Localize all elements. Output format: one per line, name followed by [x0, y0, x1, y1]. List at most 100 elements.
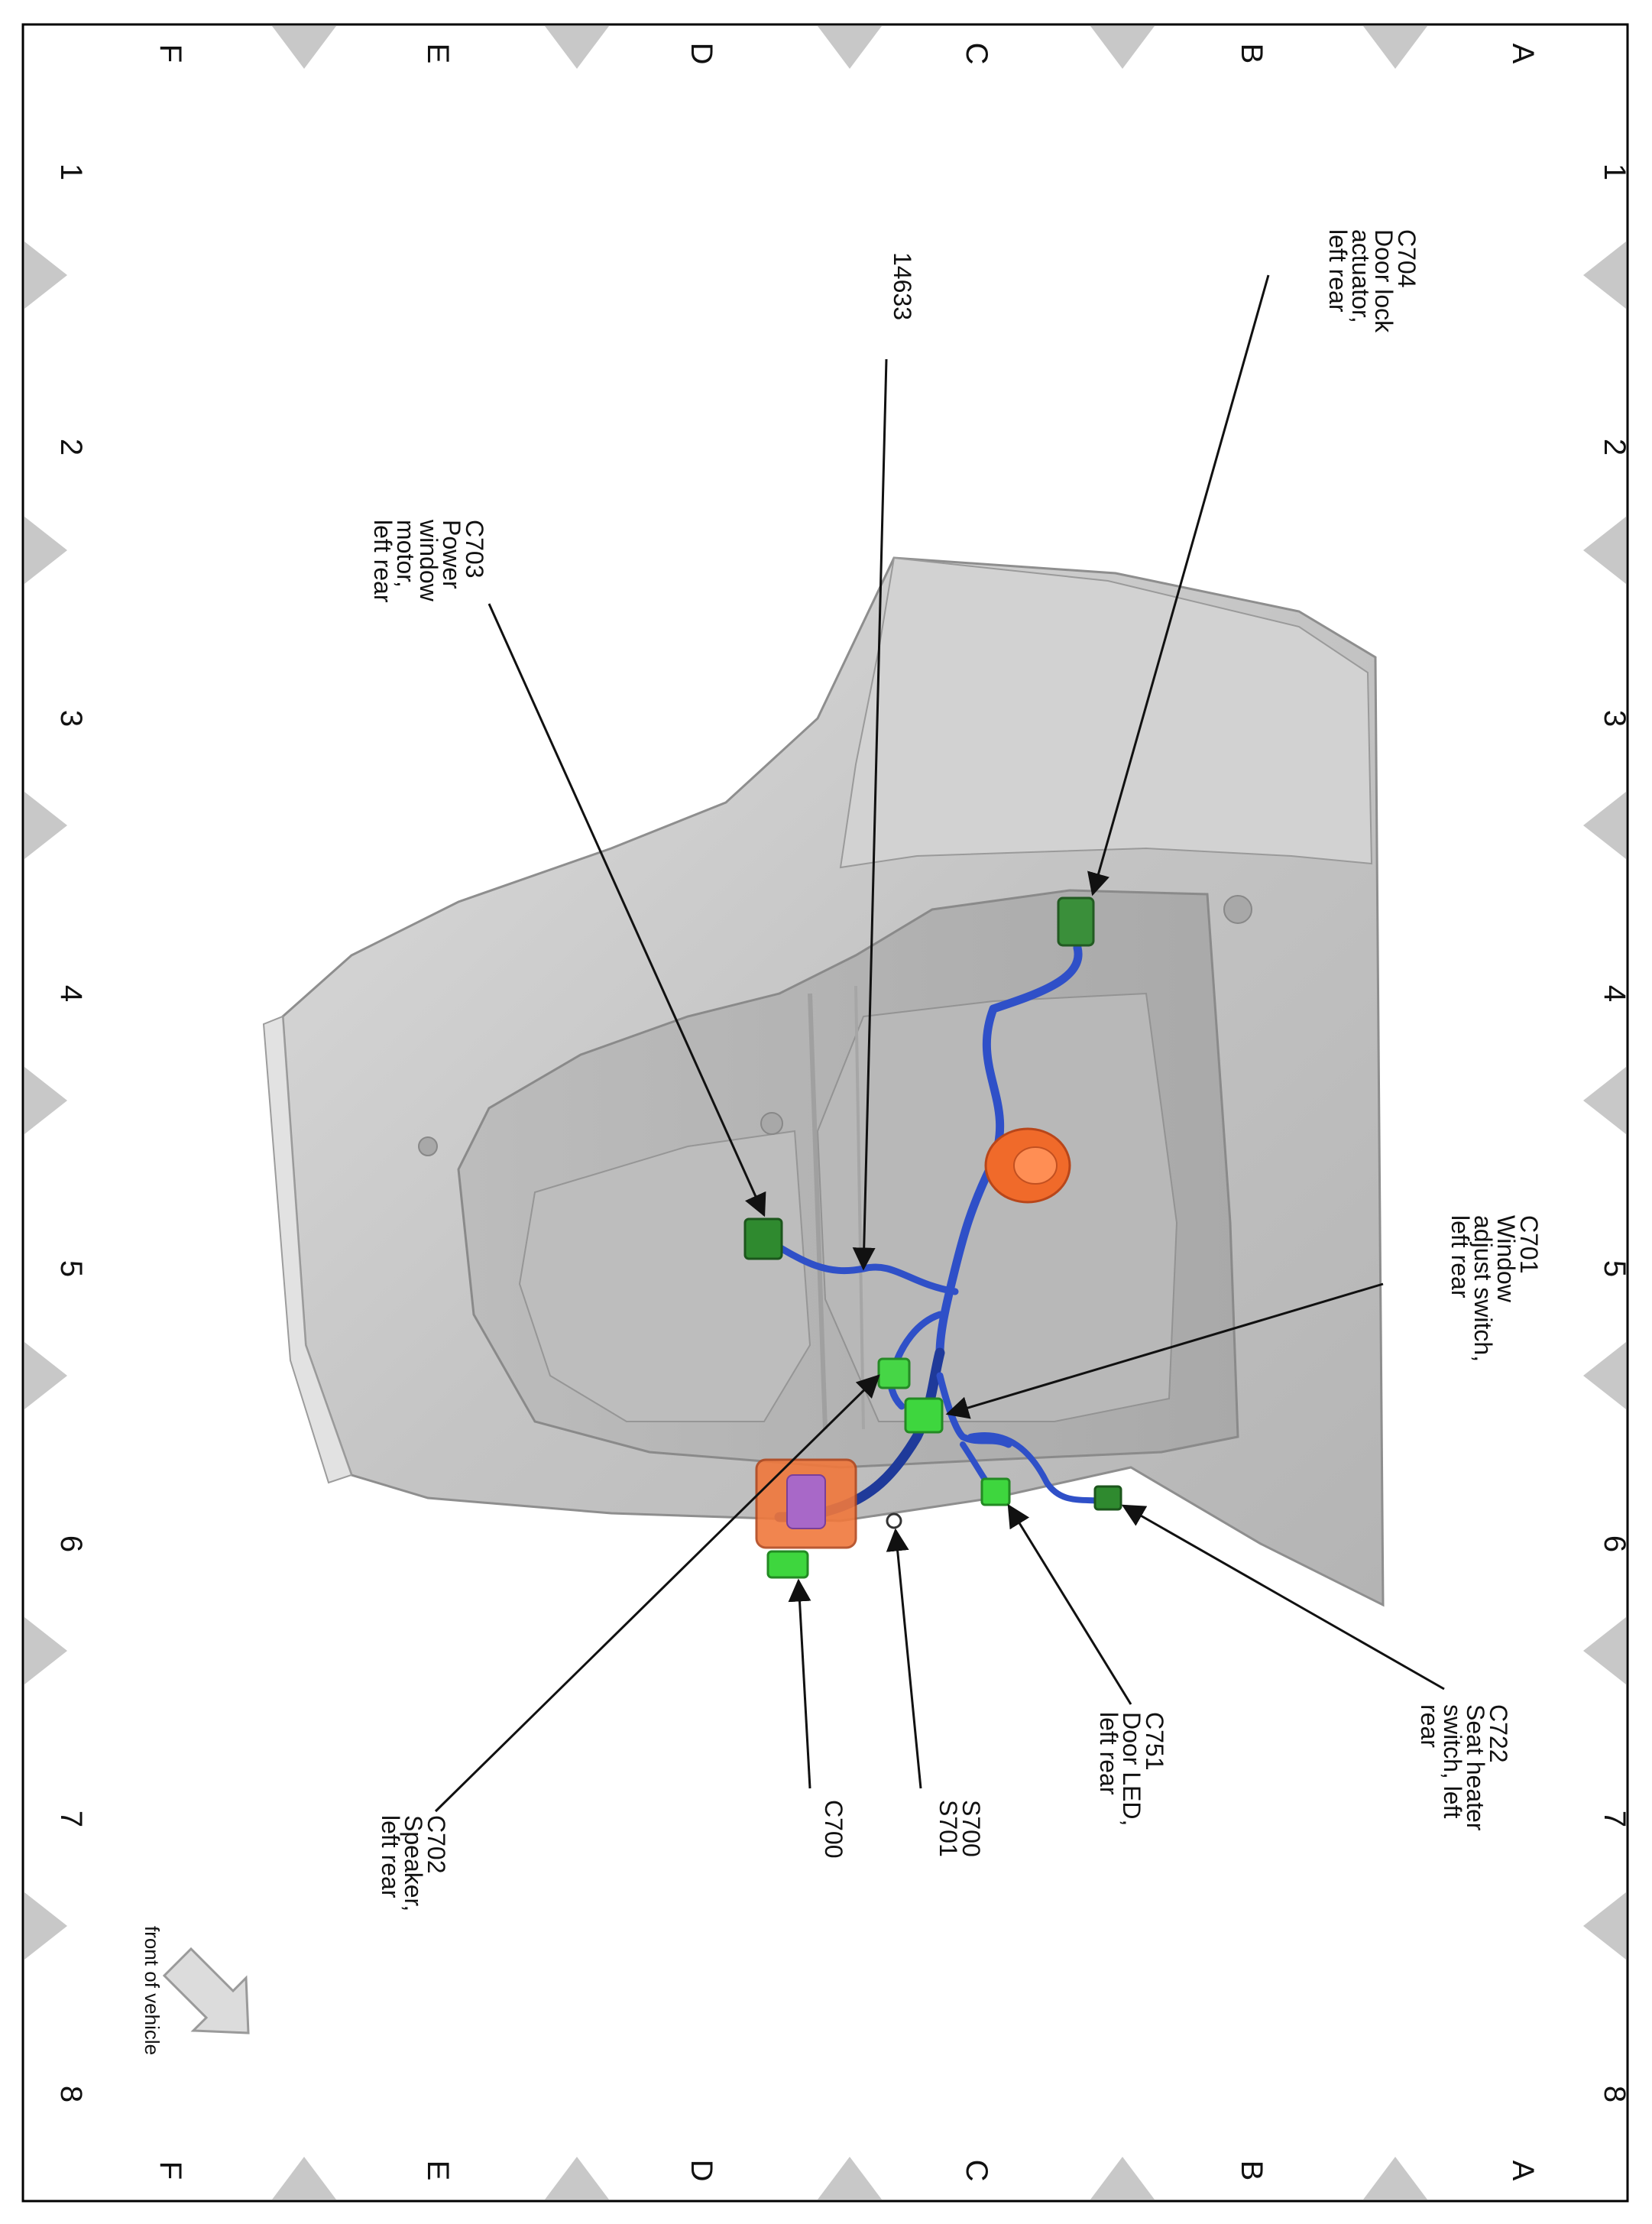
grommet: [984, 1127, 1071, 1204]
door-panel: [262, 556, 1385, 1607]
grid-column-label: 5: [54, 1260, 88, 1277]
connector-c704: [1057, 896, 1095, 947]
callout-line: S700: [957, 1800, 985, 1857]
orientation-indicator: front of vehicle: [141, 1926, 250, 2055]
callout-line: motor,: [392, 520, 419, 588]
grid-column-label: 7: [1598, 1811, 1631, 1827]
leader-c751: [1007, 1503, 1132, 1705]
grid-markers-right: [1583, 242, 1626, 1960]
grid-column-label: 4: [54, 985, 88, 1002]
callout-line: Power: [438, 520, 465, 589]
callout-line: C700: [820, 1800, 847, 1859]
grid-marker: [1090, 2157, 1155, 2200]
door-hole: [760, 1112, 783, 1135]
connector-c701: [904, 1397, 944, 1434]
door-bottom-flange: [262, 1015, 353, 1484]
callout-line: Speaker,: [400, 1815, 427, 1911]
callout-c702: C702Speaker,left rear: [377, 1815, 450, 1911]
grid-row-label: A: [1506, 2161, 1540, 2181]
callout-line: left rear: [1446, 1215, 1474, 1298]
callout-c751: C751Door LED,left rear: [1095, 1712, 1168, 1826]
grid-row-label: F: [154, 2161, 187, 2180]
callout-line: 14633: [889, 252, 916, 320]
callout-line: C751: [1141, 1712, 1168, 1771]
callout-c703: C703Powerwindowmotor,left rear: [369, 519, 488, 603]
door-hole: [1223, 895, 1252, 924]
grid-row-label: E: [421, 2161, 455, 2181]
grid-marker: [272, 2157, 336, 2200]
grid-marker: [24, 1342, 67, 1409]
callout-line: C704: [1393, 229, 1420, 288]
splice-s700: [886, 1512, 902, 1529]
callout-line: S701: [935, 1800, 962, 1857]
grid-marker: [545, 26, 609, 69]
callout-line: C702: [423, 1815, 450, 1874]
grid-column-label: 8: [54, 2086, 88, 2102]
door-cutout: [816, 992, 1178, 1422]
grid-marker: [1583, 242, 1626, 309]
callout-line: left rear: [369, 520, 397, 603]
leader-lines: [434, 274, 1445, 1813]
grid-marker: [272, 26, 336, 69]
harness-branch-c722: [967, 1432, 1111, 1505]
grid-marker: [24, 242, 67, 309]
callout-labels: C704Door lockactuator,left rear 14633C703…: [369, 229, 1543, 1911]
leader-c701: [945, 1282, 1384, 1419]
grid-row-label: C: [960, 2160, 993, 2182]
grid-row-label: B: [1235, 44, 1268, 64]
grid-marker: [818, 26, 882, 69]
grid-row-label: B: [1235, 2161, 1268, 2181]
grid-row-label: F: [154, 44, 187, 63]
connector-c702: [877, 1357, 911, 1389]
grid-marker: [1363, 2157, 1427, 2200]
arrow-icon: [162, 1947, 250, 2034]
callout-line: C701: [1515, 1215, 1543, 1274]
grid-markers-top: [272, 26, 1427, 69]
grid-row-label: D: [685, 43, 718, 65]
grid-column-label: 7: [54, 1811, 88, 1827]
grid-row-label: D: [685, 2160, 718, 2182]
door-window-frame-edge: [839, 556, 1373, 869]
grid-column-label: 6: [1598, 1535, 1631, 1552]
grid-marker: [1090, 26, 1155, 69]
callout-line: window: [415, 519, 442, 602]
leader-c702: [434, 1374, 880, 1813]
grid-marker: [1583, 1892, 1626, 1960]
leader-s700: [886, 1528, 922, 1789]
leader-14633: [852, 358, 888, 1271]
callout-n14633: 14633: [889, 252, 916, 320]
callout-line: actuator,: [1347, 229, 1375, 323]
grid-marker: [545, 2157, 609, 2200]
callout-c704: C704Door lockactuator,left rear: [1324, 229, 1420, 333]
grid-markers-bottom: [272, 2157, 1427, 2200]
grid-column-label: 4: [1598, 985, 1631, 1002]
grid-column-label: 2: [54, 439, 88, 455]
callout-line: adjust switch,: [1469, 1215, 1497, 1362]
leader-c700: [788, 1578, 811, 1789]
callout-line: C722: [1485, 1704, 1512, 1763]
grid-marker: [818, 2157, 882, 2200]
grid-marker: [1583, 517, 1626, 584]
grid-column-label: 1: [54, 164, 88, 180]
grid-row-label: A: [1506, 44, 1540, 64]
callout-line: rear: [1416, 1704, 1443, 1748]
grid-marker: [1583, 1342, 1626, 1409]
callout-line: Door LED,: [1118, 1712, 1145, 1826]
callout-line: left rear: [1095, 1712, 1122, 1795]
leader-c722: [1121, 1504, 1445, 1691]
door-rib: [854, 985, 865, 1430]
grid-row-label: C: [960, 43, 993, 65]
connector-c703: [743, 1217, 783, 1260]
grid-row-label: E: [421, 44, 455, 64]
callout-line: Window: [1492, 1215, 1520, 1303]
connectors: [743, 896, 1122, 1579]
door-hole: [418, 1136, 438, 1156]
grid-markers-left: [24, 242, 67, 1960]
callout-c722: C722Seat heaterswitch, leftrear: [1416, 1704, 1512, 1831]
callout-line: C703: [461, 520, 488, 579]
grid-column-label: 3: [54, 710, 88, 727]
leader-c703: [488, 603, 766, 1217]
